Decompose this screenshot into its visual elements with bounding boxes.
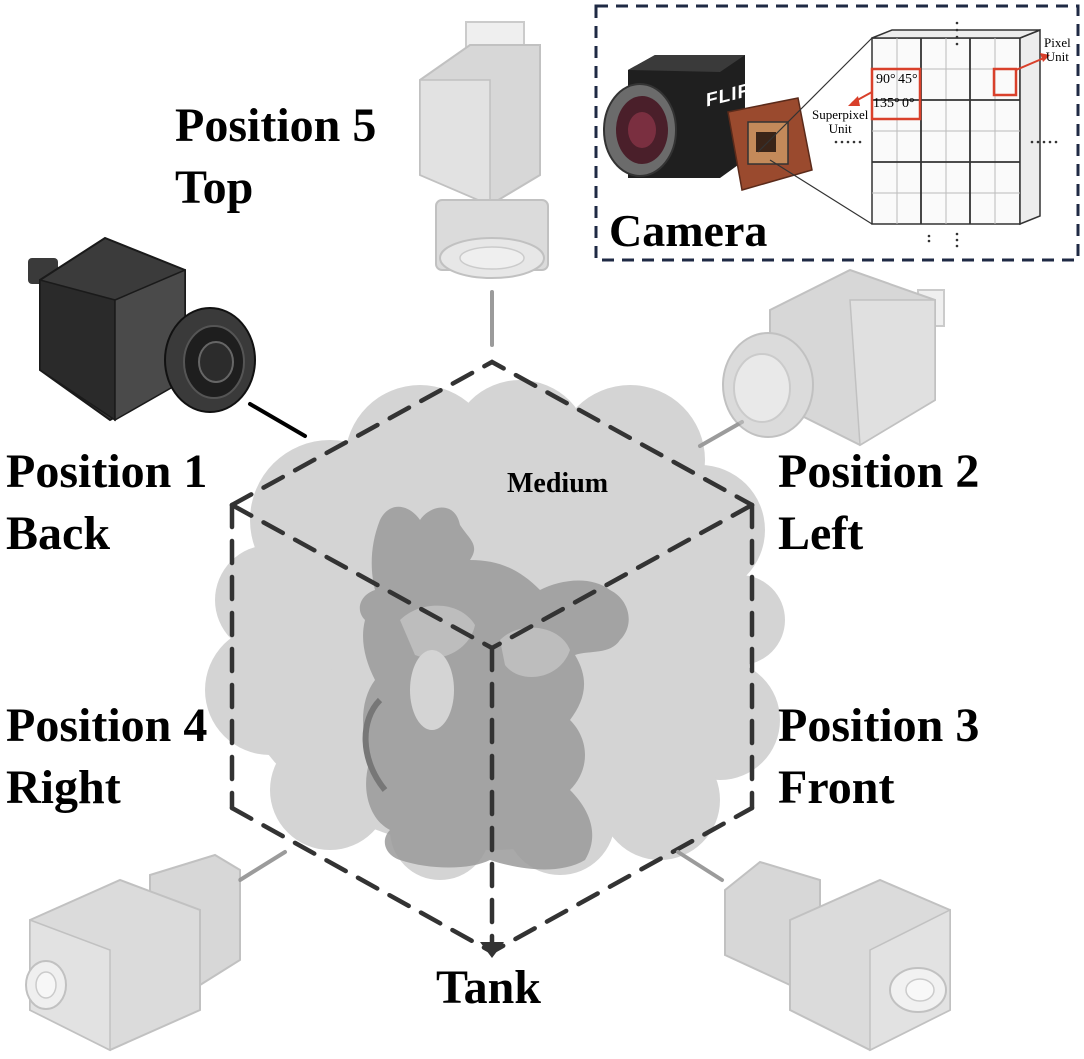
dragon-object	[359, 506, 629, 870]
camera-connectors	[238, 290, 744, 882]
camera-right-ghost	[25, 853, 241, 1052]
sensor-board	[727, 97, 813, 191]
superpixel-line2: Unit	[828, 121, 852, 137]
camera-top-ghost	[419, 21, 549, 279]
camera-left-ghost	[722, 268, 945, 447]
label-medium: Medium	[507, 468, 609, 499]
label-position-3: Position 3 Front	[778, 702, 979, 812]
label-position-3-title: Position 3	[778, 699, 980, 752]
label-position-3-view: Front	[778, 761, 895, 814]
label-camera: Camera	[609, 205, 768, 256]
grid-ellipsis-dots	[834, 21, 1058, 248]
label-position-1-view: Back	[6, 507, 111, 560]
label-position-5: Position 5 Top	[175, 102, 376, 212]
pixel-unit-line2: Unit	[1045, 49, 1069, 65]
angle-0: 0°	[902, 96, 915, 111]
label-position-1-title: Position 1	[6, 445, 208, 498]
label-superpixel-unit: Superpixel Unit	[812, 107, 869, 137]
label-position-1: Position 1 Back	[6, 448, 207, 558]
angle-90: 90°	[876, 72, 896, 87]
flir-camera	[603, 55, 745, 178]
camera-inset	[594, 4, 1080, 262]
label-position-5-view: Top	[175, 161, 254, 214]
camera-back-active	[28, 236, 256, 422]
tank-arrowhead	[480, 942, 504, 958]
label-position-2-view: Left	[778, 507, 864, 560]
label-tank: Tank	[436, 961, 541, 1014]
label-position-2-title: Position 2	[778, 445, 980, 498]
pixel-unit-line1: Pixel	[1044, 35, 1071, 50]
angle-135: 135°	[873, 96, 900, 111]
label-position-4: Position 4 Right	[6, 702, 207, 812]
label-pixel-unit: Pixel Unit	[1044, 35, 1071, 65]
label-position-4-view: Right	[6, 761, 121, 814]
label-position-5-title: Position 5	[175, 99, 377, 152]
label-position-2: Position 2 Left	[778, 448, 979, 558]
superpixel-highlight	[870, 67, 922, 121]
label-position-4-title: Position 4	[6, 699, 208, 752]
superpixel-line1: Superpixel	[812, 107, 869, 122]
pixel-highlight	[992, 67, 1018, 97]
pixel-grid	[871, 28, 1041, 226]
angle-45: 45°	[898, 72, 918, 87]
camera-front-ghost	[724, 860, 951, 1052]
